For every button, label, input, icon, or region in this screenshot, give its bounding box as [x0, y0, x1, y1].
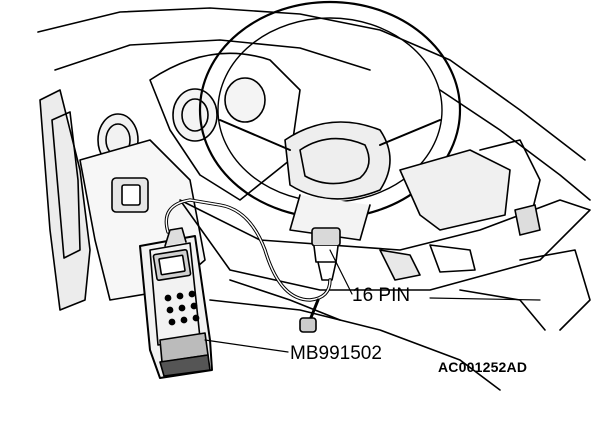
adapter-plug	[299, 317, 317, 333]
gauge-right	[224, 77, 266, 123]
dash-right-top	[439, 89, 591, 201]
cable-branch	[308, 298, 320, 322]
gauge-left	[172, 88, 218, 142]
instrument-hood	[149, 52, 301, 201]
steering-hub	[284, 121, 391, 200]
steering-spoke-right	[379, 119, 441, 146]
under-dash-panel	[179, 199, 591, 291]
scan-tool-body	[139, 227, 213, 379]
door-panel	[39, 89, 91, 311]
steering-spoke-left	[219, 119, 291, 151]
leader-16pin-underline	[429, 297, 541, 301]
pedal	[379, 249, 421, 281]
diagnostic-connector-16pin	[311, 227, 341, 281]
figure-code-label: AC001252AD	[438, 359, 528, 375]
leader-tool	[204, 339, 289, 353]
scan-tool-part-label: MB991502	[290, 343, 382, 364]
connector-pin-label: 16 PIN	[352, 285, 411, 306]
dash-top-line	[54, 39, 371, 71]
leader-16pin	[329, 249, 353, 295]
floor-line	[209, 299, 501, 391]
windshield-edge	[37, 7, 586, 161]
scan-tool-keypad	[164, 290, 200, 326]
